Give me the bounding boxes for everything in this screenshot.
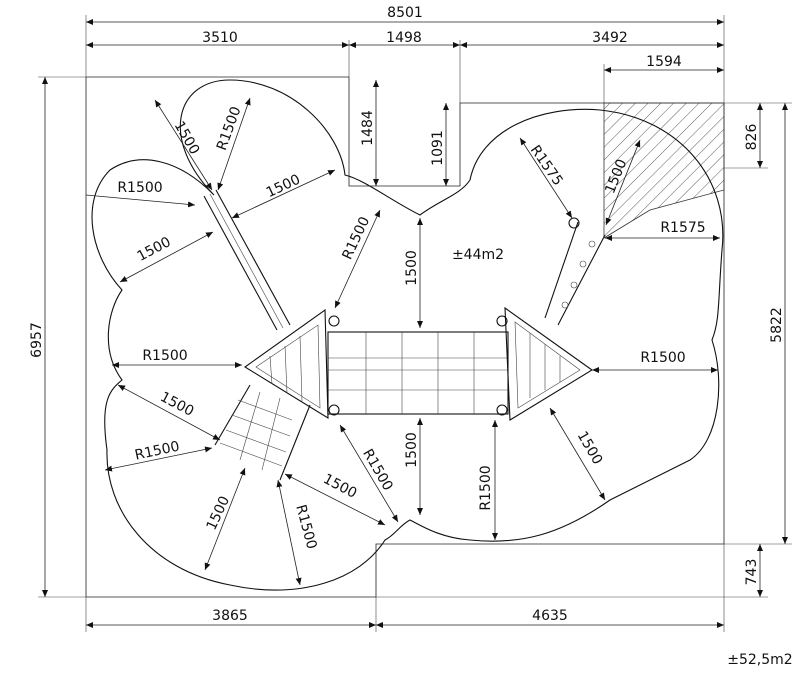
label-r1500-g: R1500 <box>359 446 396 493</box>
label-1500-c: 1500 <box>135 234 174 265</box>
label-1500-h: 1500 <box>404 432 420 468</box>
label-r1500-i: R1500 <box>640 350 685 366</box>
ladder-right <box>544 217 606 326</box>
dim-total-height: 6957 <box>29 322 45 358</box>
left-platform <box>244 308 340 420</box>
bridge <box>327 331 509 415</box>
label-r1500-c: R1500 <box>340 214 374 262</box>
area-inner: ±44m2 <box>452 247 504 263</box>
dim-right-height: 5822 <box>769 307 785 343</box>
dim-top-right: 3492 <box>592 30 628 46</box>
climbing-net <box>214 384 311 481</box>
label-1500-a: 1500 <box>171 119 203 158</box>
dim-bottom-left: 3865 <box>212 608 248 624</box>
label-r1500-h: R1500 <box>478 465 494 510</box>
label-1500-d: 1500 <box>404 250 420 286</box>
label-r1500-d: R1500 <box>142 348 187 364</box>
dim-notch-depth: 1484 <box>360 110 376 146</box>
dim-top-left: 3510 <box>202 30 238 46</box>
label-1500-f: 1500 <box>204 494 234 533</box>
dim-notch-right: 1594 <box>646 54 682 70</box>
label-1500-e: 1500 <box>157 389 196 420</box>
label-1500-i: 1500 <box>574 429 606 468</box>
label-r1500-b: R1500 <box>117 180 162 196</box>
dim-bottom-right: 4635 <box>532 608 568 624</box>
label-r1575-a: R1575 <box>660 220 705 236</box>
label-r1500-f: R1500 <box>292 503 319 551</box>
area-total: ±52,5m2 <box>727 652 792 668</box>
label-1500-g: 1500 <box>320 471 359 502</box>
dim-bottom-notch: 743 <box>744 559 760 586</box>
dim-notch-right-depth: 826 <box>744 124 760 151</box>
label-r1500-a: R1500 <box>214 105 245 153</box>
dim-top-mid: 1498 <box>386 30 422 46</box>
right-platform <box>496 306 593 421</box>
label-1500-b: 1500 <box>264 172 303 202</box>
dimension-top <box>85 15 725 103</box>
label-r1500-e: R1500 <box>133 439 181 464</box>
slide-left <box>203 189 291 331</box>
dim-notch-depth2: 1091 <box>430 130 446 166</box>
dimension-sides <box>38 76 792 598</box>
label-r1575-b: R1575 <box>527 143 566 189</box>
radius-lines <box>85 97 720 586</box>
dim-total-width: 8501 <box>387 5 423 21</box>
dimension-bottom <box>85 544 725 632</box>
